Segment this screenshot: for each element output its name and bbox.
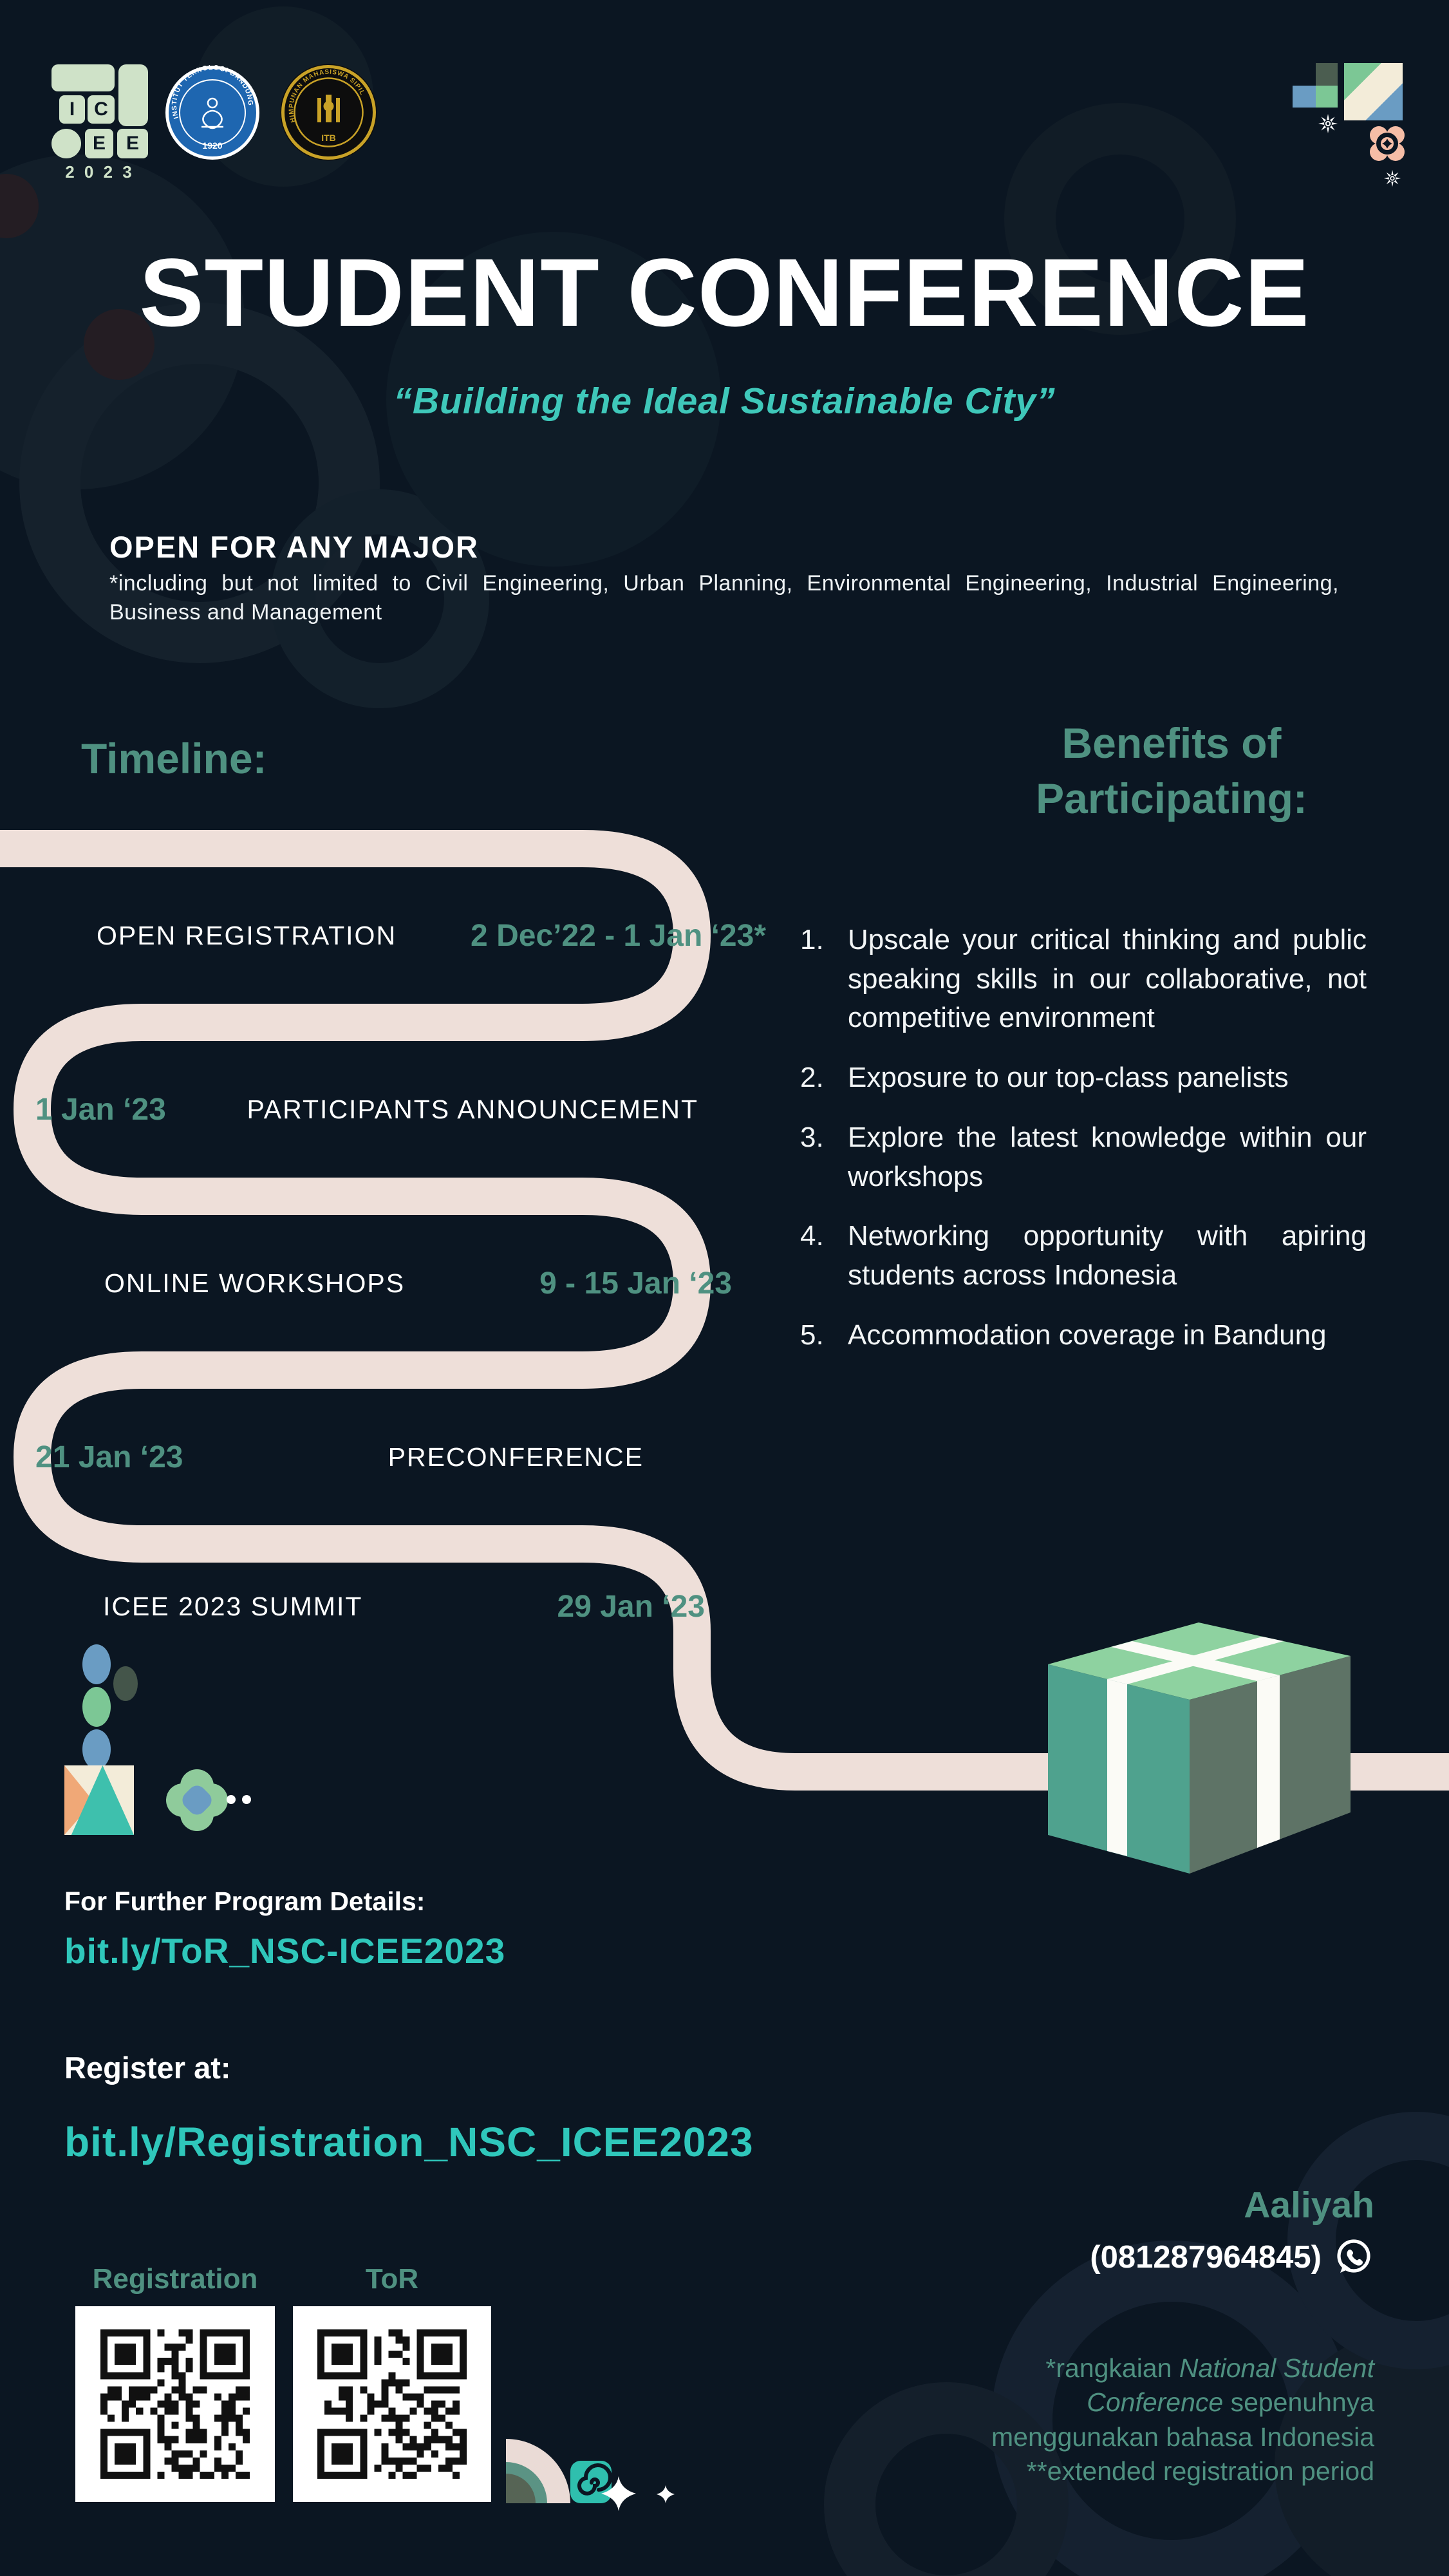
deco-dot [227, 1795, 236, 1804]
icee-logo-letter: E [117, 129, 148, 158]
hms-itb-logo: HIMPUNAN MAHASISWA SIPIL ITB [279, 62, 379, 162]
timeline-event: PRECONFERENCE [388, 1442, 644, 1472]
list-item: 3. Explore the latest knowledge within o… [800, 1118, 1367, 1196]
deco-square-darkgreen [1316, 63, 1338, 86]
timeline-date: 2 Dec’22 - 1 Jan ‘23* [471, 918, 766, 953]
deco-ellipse-green [82, 1687, 111, 1727]
page-title: STUDENT CONFERENCE [139, 238, 1310, 346]
program-details-link[interactable]: bit.ly/ToR_NSC-ICEE2023 [64, 1931, 506, 1971]
footnote: *rangkaian National Student Conference s… [975, 2351, 1374, 2488]
timeline-date: 1 Jan ‘23 [35, 1092, 166, 1127]
list-item-number: 3. [800, 1121, 824, 1153]
deco-striped-square [1344, 63, 1403, 120]
deco-ellipse-blue [82, 1644, 111, 1684]
list-item-text: Accommodation coverage in Bandung [848, 1319, 1327, 1351]
contact-phone-row[interactable]: (081287964845) [1090, 2237, 1374, 2278]
rainbow-arch-icon [506, 2439, 570, 2503]
timeline-row: OPEN REGISTRATION 2 Dec’22 - 1 Jan ‘23* [97, 914, 766, 957]
deco-flower-cross [166, 1769, 228, 1831]
deco-dot [242, 1795, 251, 1804]
starburst-icon [1383, 169, 1401, 187]
sparkle-icon [601, 2476, 636, 2511]
list-item: 4. Networking opportunity with apiring s… [800, 1217, 1367, 1295]
svg-text:ITB: ITB [321, 133, 336, 143]
flower-ring [1376, 133, 1398, 155]
qr-pattern [317, 2329, 467, 2479]
open-major-heading: OPEN FOR ANY MAJOR [109, 530, 479, 564]
gift-box-illustration [1048, 1622, 1351, 1874]
deco-square-green [1316, 86, 1338, 108]
footnote-line1: *rangkaian National Student Conference s… [975, 2351, 1374, 2454]
timeline-date: 29 Jan ‘23 [557, 1589, 706, 1624]
footnote-suffix: sepenuhnya menggunakan bahasa Indonesia [991, 2387, 1374, 2452]
flower-icon [1370, 126, 1405, 161]
qr-tor-label: ToR [365, 2263, 419, 2295]
starburst-icon [1318, 114, 1338, 133]
benefits-heading: Benefits of Participating: [1036, 719, 1307, 822]
icee-logo-block [51, 64, 115, 91]
icee-logo-circle [51, 129, 81, 158]
contact-name: Aaliyah [1244, 2185, 1374, 2226]
timeline-event: PARTICIPANTS ANNOUNCEMENT [247, 1094, 698, 1124]
timeline-date: 21 Jan ‘23 [35, 1440, 183, 1474]
qr-code-registration[interactable] [75, 2306, 275, 2502]
open-major-note: *including but not limited to Civil Engi… [109, 571, 1339, 625]
page-subtitle: “Building the Ideal Sustainable City” [393, 381, 1056, 422]
swirl-logo-icon [570, 2461, 612, 2503]
contact-phone[interactable]: (081287964845) [1090, 2240, 1322, 2275]
list-item: 5. Accommodation coverage in Bandung [800, 1316, 1367, 1355]
timeline-event: ICEE 2023 SUMMIT [103, 1591, 363, 1621]
background-shape [84, 309, 154, 380]
timeline-date: 9 - 15 Jan ‘23 [539, 1266, 732, 1301]
benefits-list: 1. Upscale your critical thinking and pu… [800, 921, 1367, 1375]
timeline-row: ICEE 2023 SUMMIT 29 Jan ‘23 [103, 1585, 705, 1628]
list-item-number: 2. [800, 1062, 824, 1094]
icee-logo-letter: I [59, 95, 85, 124]
background-shape [386, 232, 721, 567]
list-item-text: Explore the latest knowledge within our … [848, 1121, 1367, 1192]
list-item-text: Exposure to our top-class panelists [848, 1062, 1289, 1094]
whatsapp-icon[interactable] [1333, 2237, 1374, 2278]
sparkle-icon [657, 2485, 675, 2503]
itb-logo-emblem: INSTITUT TEKNOLOGI BANDUNG 1920 [165, 64, 259, 160]
timeline-event: OPEN REGISTRATION [97, 920, 397, 950]
icee-logo-letter: E [85, 129, 113, 158]
svg-text:1920: 1920 [202, 140, 222, 151]
icee-logo-year: 2 0 2 3 [65, 162, 135, 182]
itb-logo: INSTITUT TEKNOLOGI BANDUNG 1920 [164, 64, 261, 161]
list-item-number: 1. [800, 924, 824, 955]
program-details-label: For Further Program Details: [64, 1886, 425, 1916]
list-item: 1. Upscale your critical thinking and pu… [800, 921, 1367, 1038]
footnote-line2: **extended registration period [1026, 2456, 1374, 2486]
list-item-number: 4. [800, 1220, 824, 1252]
deco-ellipse-blue [82, 1729, 111, 1769]
register-link[interactable]: bit.ly/Registration_NSC_ICEE2023 [64, 2119, 754, 2165]
deco-square-blue [1293, 86, 1316, 108]
icee-logo-block [118, 64, 148, 126]
qr-code-tor[interactable] [293, 2306, 491, 2502]
deco-ellipse-darkgreen [113, 1666, 138, 1701]
qr-registration-label: Registration [92, 2263, 258, 2295]
timeline-row: ONLINE WORKSHOPS 9 - 15 Jan ‘23 [104, 1262, 732, 1304]
qr-pattern [100, 2329, 250, 2479]
hms-logo-emblem: HIMPUNAN MAHASISWA SIPIL ITB [280, 64, 377, 161]
list-item: 2. Exposure to our top-class panelists [800, 1058, 1367, 1098]
timeline-heading: Timeline: [81, 735, 267, 782]
deco-triangle-square [64, 1765, 134, 1835]
timeline-row: 21 Jan ‘23 PRECONFERENCE [35, 1436, 644, 1478]
footnote-prefix: *rangkaian [1045, 2353, 1179, 2383]
list-item-number: 5. [800, 1319, 824, 1351]
timeline-event: ONLINE WORKSHOPS [104, 1268, 406, 1298]
icee-logo-letter: C [88, 95, 115, 124]
timeline-row: 1 Jan ‘23 PARTICIPANTS ANNOUNCEMENT [35, 1088, 698, 1131]
register-label: Register at: [64, 2051, 231, 2085]
contact-block: Aaliyah (081287964845) [1090, 2184, 1374, 2278]
icee-2023-logo: I C E E 2 0 2 3 [51, 64, 148, 187]
list-item-text: Upscale your critical thinking and publi… [848, 924, 1367, 1034]
list-item-text: Networking opportunity with apiring stud… [848, 1220, 1367, 1292]
footnote-italic: National Student Conference [1087, 2353, 1374, 2418]
